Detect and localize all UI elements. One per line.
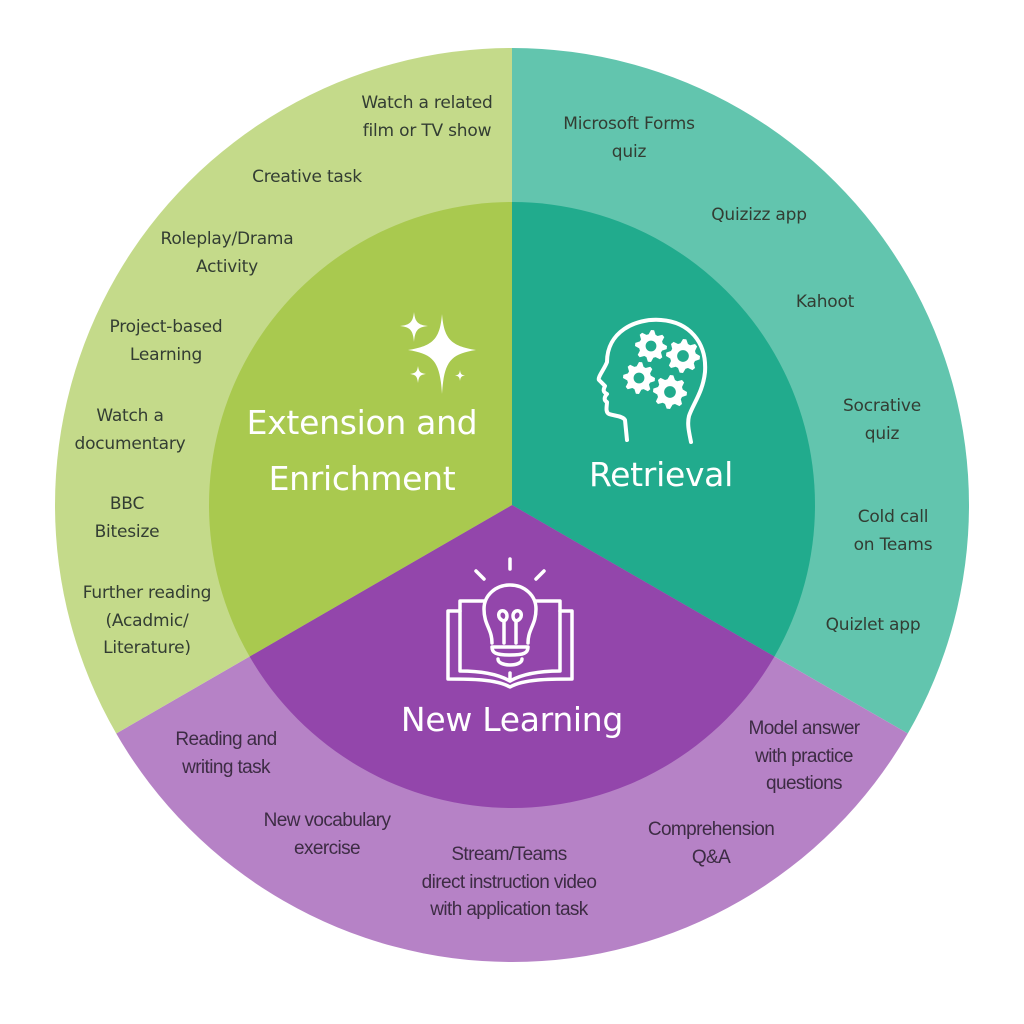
extension-item-bbc: BBC Bitesize <box>94 494 160 542</box>
extension-item-roleplay: Roleplay/Drama Activity <box>160 229 294 277</box>
extension-item-reading: Further reading (Acadmic/ Literature) <box>82 583 212 658</box>
new-learning-item-vocab: New vocabulary exercise <box>263 810 391 859</box>
retrieval-item-quizizz: Quizizz app <box>711 205 807 225</box>
retrieval-item-coldcall: Cold call on Teams <box>853 507 933 555</box>
new-learning-item-stream: Stream/Teams direct instruction video wi… <box>421 844 597 920</box>
retrieval-item-kahoot: Kahoot <box>795 292 855 312</box>
extension-inner-sector <box>208 202 512 657</box>
gear-icon <box>635 330 667 362</box>
book-lightbulb-icon <box>446 557 574 689</box>
new-learning-item-reading: Reading and writing task <box>175 729 277 778</box>
extension-item-documentary: Watch a documentary <box>74 406 186 454</box>
extension-item-creative: Creative task <box>252 167 362 187</box>
retrieval-item-socrative: Socrative quiz <box>842 396 922 444</box>
extension-item-film: Watch a related film or TV show <box>361 93 493 141</box>
gear-icon <box>653 375 687 409</box>
gear-icon <box>666 339 700 373</box>
new-learning-item-model: Model answer with practice questions <box>748 718 860 794</box>
extension-title: Extension and Enrichment <box>246 403 478 498</box>
extension-item-project: Project-based Learning <box>109 317 223 365</box>
retrieval-title: Retrieval <box>589 455 733 494</box>
new-learning-title: New Learning <box>400 700 624 739</box>
retrieval-item-quizlet: Quizlet app <box>825 615 921 635</box>
gear-icon <box>623 362 655 394</box>
retrieval-inner-sector <box>512 202 815 657</box>
head-gears-icon <box>596 317 708 444</box>
sparkles-icon <box>400 312 476 394</box>
new-learning-item-comprehension: Comprehension Q&A <box>647 819 775 868</box>
retrieval-item-forms: Microsoft Forms quiz <box>563 114 695 162</box>
